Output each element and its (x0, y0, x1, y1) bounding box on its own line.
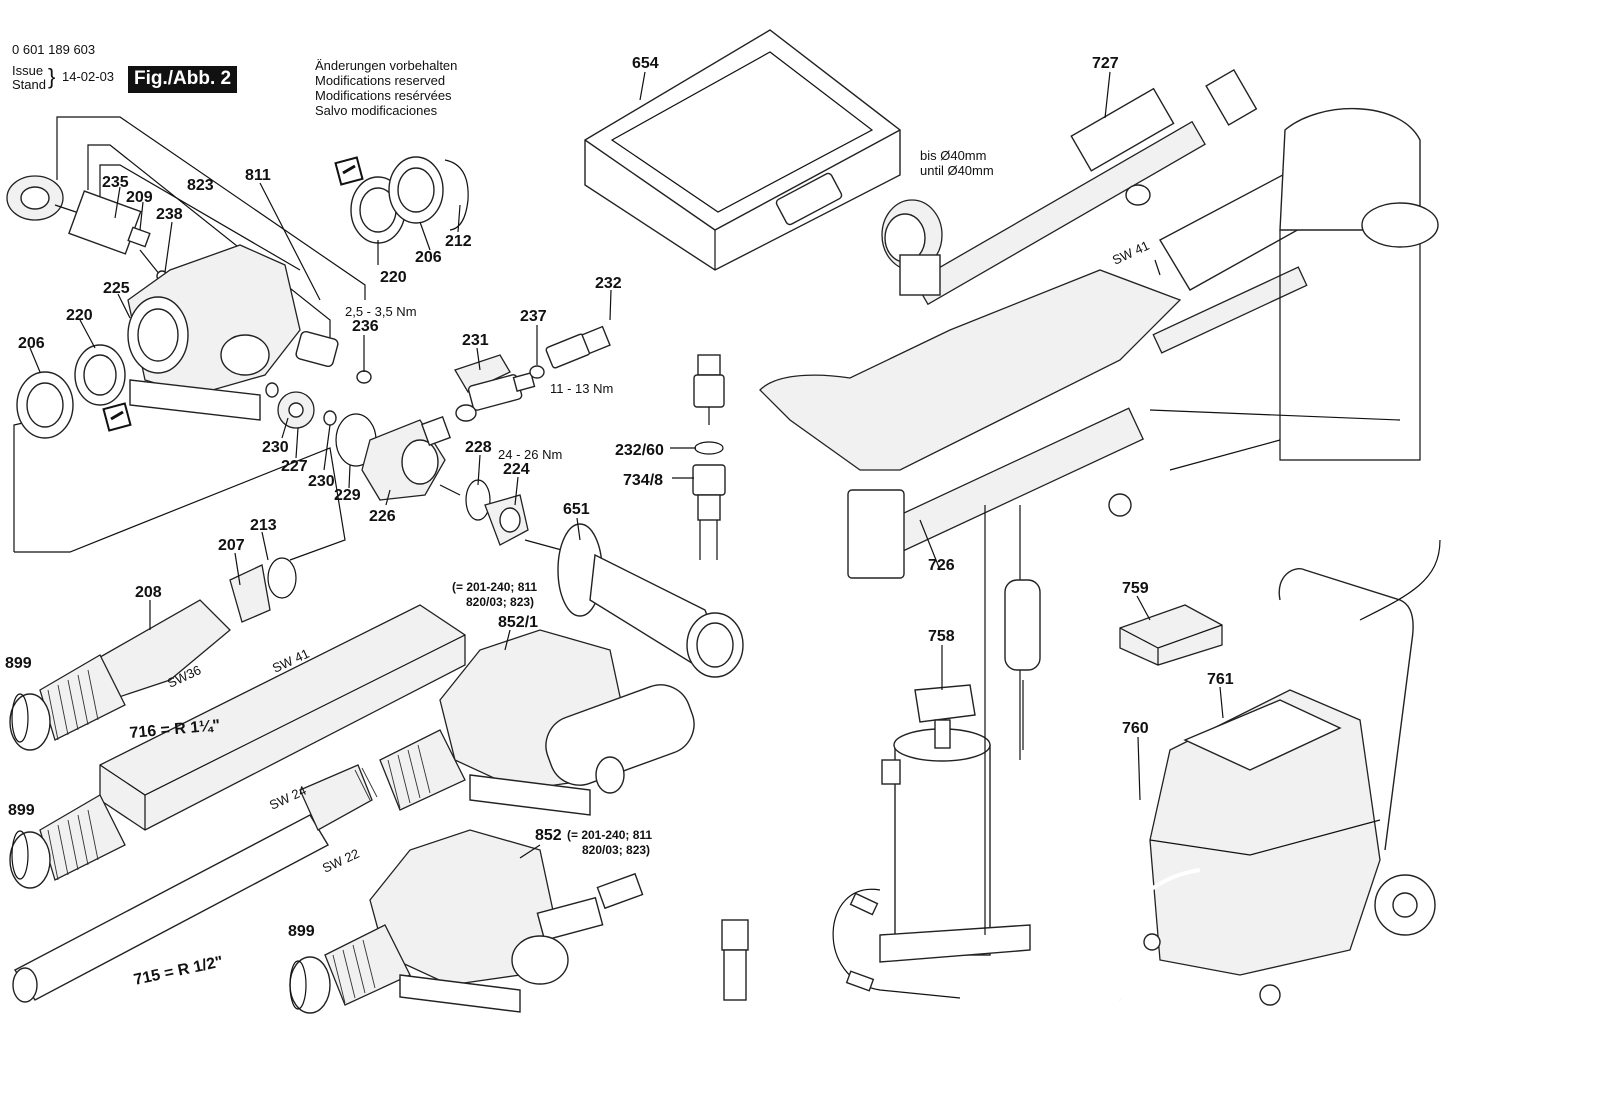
part-label: 727 (1092, 55, 1119, 72)
part-label: 232/60 (615, 442, 664, 459)
torque-224: 24 - 26 Nm (498, 447, 562, 462)
part-label: 227 (281, 458, 308, 475)
note-852-1-line-1: (= 201-240; 811 (452, 580, 537, 594)
drill-housing-225 (127, 244, 372, 421)
part-label: 208 (135, 584, 162, 601)
part-label: 237 (520, 308, 547, 325)
seal-rings-top (350, 156, 469, 244)
extension-tube-715 (12, 764, 378, 1003)
part-label: 230 (262, 439, 289, 456)
note-852-1-line-2: 820/03; 823) (466, 595, 534, 609)
note-852-line-1: (= 201-240; 811 (567, 828, 652, 842)
valve-231 (454, 354, 545, 422)
brace: } (48, 64, 56, 89)
side-handle-651 (524, 523, 744, 678)
part-label: 206 (415, 249, 442, 266)
part-label: 213 (250, 517, 277, 534)
sw-41-top: SW 41 (1110, 238, 1152, 268)
drill-rig-726 (759, 108, 1439, 760)
note-852-line-2: 820/03; 823) (582, 843, 650, 857)
carrying-case-654 (584, 29, 901, 271)
part-label: 212 (445, 233, 472, 250)
part-label: 229 (334, 487, 361, 504)
wrench-box-icon (334, 156, 364, 186)
part-label: 899 (5, 655, 32, 672)
part-label: 220 (380, 269, 407, 286)
notice-line-2: Modifications reserved (315, 73, 446, 88)
part-label: 236 (352, 318, 379, 335)
part-label: 232 (595, 275, 622, 292)
part-label: 220 (66, 307, 93, 324)
issue-date: 14-02-03 (62, 69, 115, 84)
rings-899 (11, 693, 307, 1010)
part-label: 734/8 (623, 472, 663, 489)
vacuum-761 (1108, 539, 1441, 1006)
part-label: 206 (18, 335, 45, 352)
part-label: 761 (1207, 671, 1234, 688)
part-label: 224 (503, 461, 530, 478)
part-label: 759 (1122, 580, 1149, 597)
water-fitting-226 (335, 413, 529, 546)
housing-852-1 (379, 629, 695, 816)
seal-rings-left (16, 344, 126, 439)
housing-852 (289, 829, 749, 1014)
part-label: 207 (218, 537, 245, 554)
part-label: 228 (465, 439, 492, 456)
part-label: 811 (245, 167, 271, 184)
notice-line-4: Salvo modificaciones (315, 103, 438, 118)
sw-22: SW 22 (320, 846, 362, 876)
part-label: 209 (126, 189, 153, 206)
figure-badge: Fig./Abb. 2 (128, 66, 238, 93)
part-label: 225 (103, 280, 130, 297)
part-label: 823 (187, 177, 214, 194)
part-label: 852 (535, 827, 562, 844)
part-label: 235 (102, 174, 129, 191)
part-label: 899 (288, 923, 315, 940)
part-label: 758 (928, 628, 955, 645)
part-number: 0 601 189 603 (12, 42, 96, 57)
part-label: 715 = R 1/2" (132, 953, 224, 988)
sw-24: SW 24 (267, 783, 309, 813)
adapter-208 (9, 557, 297, 751)
extension-rod-716 (9, 604, 466, 889)
issue-label: Issue (12, 63, 44, 78)
capacity-line-2: until Ø40mm (920, 163, 994, 178)
part-label: 654 (632, 55, 659, 72)
notice-line-3: Modifications resérvées (315, 88, 452, 103)
block-759 (1119, 604, 1223, 666)
part-label: 231 (462, 332, 489, 349)
part-label: 226 (369, 508, 396, 525)
part-label: 238 (156, 206, 183, 223)
water-hose-232 (545, 309, 726, 560)
water-tank-758 (832, 505, 1031, 999)
torque-237: 11 - 13 Nm (550, 381, 613, 396)
part-label: 760 (1122, 720, 1149, 737)
rail-adapter-727 (881, 68, 1258, 306)
part-label: 899 (8, 802, 35, 819)
leader-lines (29, 71, 1224, 859)
notice-line-1: Änderungen vorbehalten (315, 58, 458, 73)
part-labels: 811 235 209 823 238 225 220 206 236 220 … (5, 55, 1234, 989)
assembly-brackets (13, 116, 366, 561)
gear-227 (265, 382, 337, 429)
capacity-line-1: bis Ø40mm (920, 148, 986, 163)
torque-236: 2,5 - 3,5 Nm (345, 304, 417, 319)
part-label: 230 (308, 473, 335, 490)
stand-label: Stand (12, 77, 46, 92)
wrench-box-icon (102, 402, 132, 432)
part-label: 852/1 (498, 614, 538, 631)
part-label: 651 (563, 501, 590, 518)
part-label: 726 (928, 557, 955, 574)
